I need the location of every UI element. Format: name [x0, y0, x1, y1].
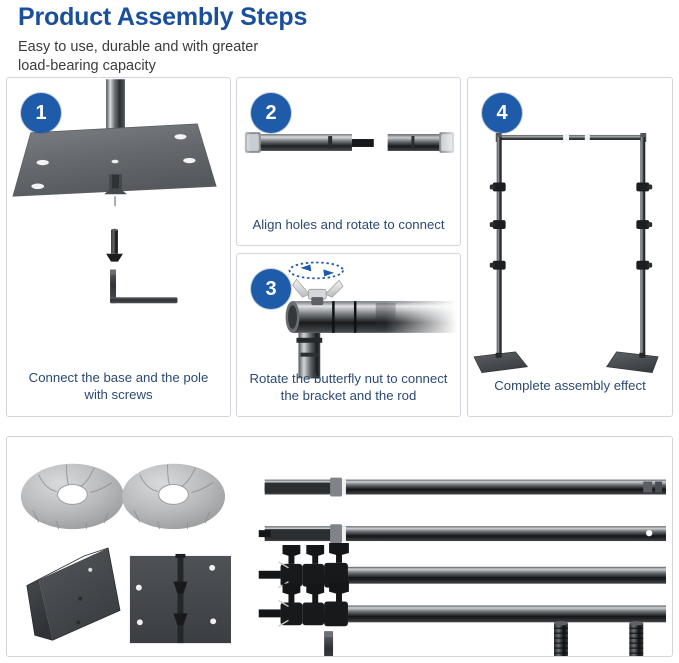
- step-caption-4: Complete assembly effect: [494, 378, 646, 393]
- step-panel-3: 3: [236, 253, 461, 417]
- part-allen-key: [324, 631, 334, 656]
- page-title: Product Assembly Steps: [18, 3, 308, 31]
- stand-crossbar: [495, 132, 647, 142]
- stand-base-left: [473, 351, 529, 374]
- part-crossbar-rod-lower: [258, 524, 667, 544]
- page-header: Product Assembly Steps Easy to use, dura…: [18, 0, 658, 76]
- part-base-plate-flat: [129, 553, 231, 644]
- step-number-badge-1: 1: [21, 93, 61, 133]
- crossbar-shape: [285, 298, 458, 336]
- step-number-badge-3: 3: [251, 269, 291, 309]
- step-number-label-4: 4: [496, 101, 508, 124]
- step-panel-4: 4: [467, 77, 673, 417]
- step-1-illustration: [12, 79, 217, 304]
- step-number-badge-4: 4: [482, 93, 522, 133]
- step-number-label-2: 2: [265, 101, 277, 124]
- parts-illustration: [20, 463, 667, 656]
- step-panel-1: 1: [6, 77, 231, 417]
- parts-overview-panel: [6, 436, 673, 657]
- step-3-illustration: [285, 261, 458, 379]
- butterfly-nut-shape: [292, 278, 344, 306]
- part-sandbag-weight-left: [20, 463, 124, 530]
- step-number-label-1: 1: [35, 101, 47, 124]
- part-sandbag-weight-right: [121, 463, 226, 530]
- step-caption-1: Connect the base and the pole with screw…: [28, 370, 209, 402]
- step-4-illustration: [473, 132, 659, 374]
- rod-left-shape: [244, 132, 374, 153]
- part-crossbar-rod-upper: [264, 477, 667, 497]
- step-caption-3: Rotate the butterfly nut to connect the …: [249, 371, 448, 403]
- part-upright-pole-upper: [258, 543, 667, 589]
- step-panel-2: 2: [236, 77, 461, 246]
- step-number-label-3: 3: [265, 277, 277, 300]
- allen-key-shape: [110, 269, 178, 304]
- upright-pole-shape: [296, 332, 323, 379]
- stand-upright-left: [489, 136, 506, 357]
- part-screw-right: [629, 621, 644, 656]
- part-base-plate-tilted: [26, 547, 121, 641]
- page-subtitle: Easy to use, durable and with greater lo…: [18, 39, 259, 74]
- part-upright-pole-lower: [258, 581, 667, 627]
- screw-shape: [106, 228, 123, 262]
- base-plate-shape: [12, 123, 217, 207]
- stand-base-right: [606, 351, 659, 374]
- part-screw-left: [554, 621, 568, 656]
- step-caption-2: Align holes and rotate to connect: [252, 217, 445, 232]
- step-2-illustration: [237, 126, 460, 160]
- rotation-arrow-icon: [288, 261, 344, 280]
- stand-upright-right: [636, 136, 653, 357]
- step-number-badge-2: 2: [251, 93, 291, 133]
